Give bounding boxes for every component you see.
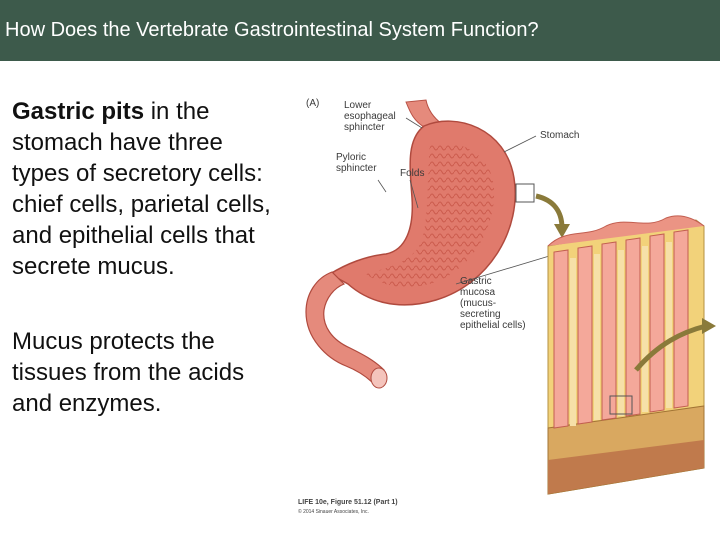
label-mucosa-line1: Gastric: [460, 276, 492, 287]
figure-credit: LIFE 10e, Figure 51.12 (Part 1): [298, 499, 398, 506]
gastric-mucosa-block: [547, 215, 705, 495]
figure-copyright: © 2014 Sinauer Associates, Inc.: [298, 508, 369, 515]
label-les-line1: Lower: [344, 100, 372, 111]
label-mucosa-line5: epithelial cells): [460, 320, 526, 331]
label-mucosa-line4: secreting: [460, 309, 501, 320]
arrow-head-mucosa: [554, 224, 570, 238]
paragraph-gastric-pits-text: in the stomach have three types of secre…: [12, 98, 271, 280]
paragraph-mucus: Mucus protects the tissues from the acid…: [12, 328, 245, 417]
slide-title: How Does the Vertebrate Gastrointestinal…: [5, 19, 539, 41]
stomach-folds: [366, 142, 495, 288]
leader-les: [405, 117, 423, 129]
label-pyloric-line1: Pyloric: [336, 152, 366, 163]
panel-label: (A): [306, 98, 319, 109]
leader-mucosa: [455, 253, 557, 285]
title-bar: How Does the Vertebrate Gastrointestinal…: [0, 0, 720, 61]
leader-stomach: [503, 135, 537, 153]
term-gastric-pits: Gastric pits: [12, 98, 145, 125]
leader-pyloric: [377, 179, 387, 193]
stomach-figure: (A) Lower esophageal sphincter Stomach P…: [298, 98, 716, 515]
arrow-to-mucosa: [535, 193, 565, 229]
label-pyloric-line2: sphincter: [336, 163, 377, 174]
label-mucosa-line3: (mucus-: [460, 298, 496, 309]
inset-marker: [515, 183, 535, 203]
inset-marker-pit: [609, 395, 633, 415]
leader-folds: [409, 179, 419, 209]
label-folds: Folds: [400, 168, 424, 179]
arrow-head-pit: [702, 318, 716, 334]
label-les-line2: esophageal: [344, 111, 396, 122]
label-les-line3: sphincter: [344, 122, 385, 133]
label-stomach: Stomach: [540, 130, 579, 141]
duodenum-opening: [370, 367, 388, 389]
paragraph-gastric-pits: Gastric pits in the stomach have three t…: [12, 96, 274, 282]
label-mucosa-line2: mucosa: [460, 287, 495, 298]
arrow-to-pit: [634, 323, 707, 372]
